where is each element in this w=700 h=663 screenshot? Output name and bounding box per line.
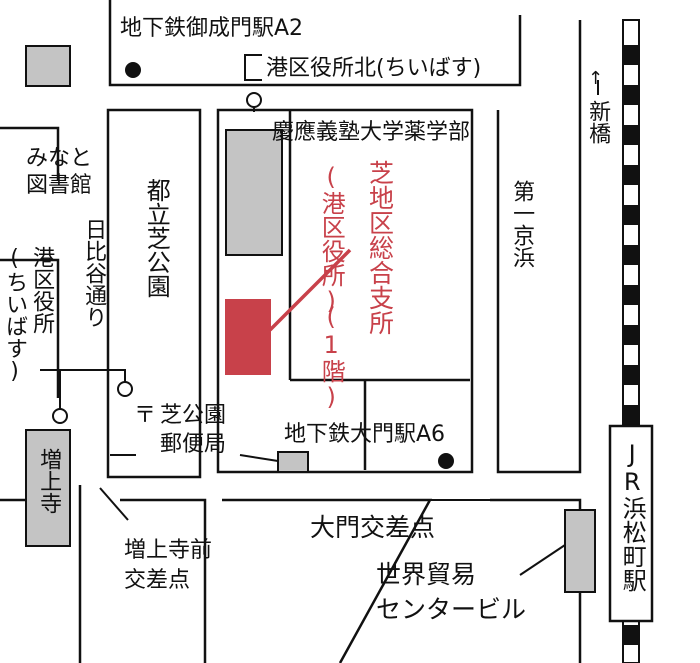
wtc-label-1: 世界貿易: [376, 560, 477, 589]
zojoji-label: 増上寺: [36, 448, 62, 514]
block-top-strip: [108, 0, 522, 87]
station-daimon-marker: [438, 453, 454, 469]
library-building: [25, 45, 71, 87]
dai-ichi-keihin-label: 第一京浜: [509, 180, 535, 268]
block-shiba-park: [106, 108, 202, 479]
bus-stop-minato-label-1: 港区役所: [29, 246, 55, 334]
block-library: [0, 126, 60, 398]
keio-pharmacy-label: 慶應義塾大学薬学部: [272, 120, 471, 145]
shinbashi-label: 新橋: [585, 100, 611, 144]
hibiya-dori-label: 日比谷通り: [81, 218, 107, 328]
wtc-label-2: センタービル: [376, 595, 527, 624]
keio-building: [225, 129, 283, 256]
bus-stop-north-icon: [244, 54, 262, 112]
bus-stop-north-label: 港区役所北(ちいばす): [266, 56, 482, 81]
target-sub-label: (港区役所): [317, 163, 346, 315]
zojoji-mae-label-2: 交差点: [124, 568, 191, 593]
jr-railway: [608, 19, 654, 663]
postal-mark-icon: 〒: [134, 403, 157, 428]
postoffice-label-1: 芝公園: [160, 403, 227, 428]
block-right: [496, 20, 582, 474]
bus-stop-minato-icon: [40, 369, 133, 424]
station-onarimon-label: 地下鉄御成門駅A2: [120, 16, 304, 41]
zojoji-mae-label-1: 増上寺前: [124, 538, 213, 563]
jr-station-box: [608, 424, 654, 623]
daimon-crossing-label: 大門交差点: [310, 513, 436, 542]
target-floor-label: (1階): [317, 303, 346, 411]
minato-library-label-2: 図書館: [26, 173, 93, 198]
station-onarimon-marker: [125, 62, 141, 78]
bus-stop-minato-label-2: (ちいばす): [2, 246, 28, 384]
block-bottom-right: [490, 498, 582, 663]
target-building: [225, 299, 271, 375]
city-blocks: [0, 0, 582, 663]
target-name-label: 芝地区総合支所: [365, 160, 395, 335]
shiba-park-label: 都立芝公園: [142, 178, 171, 298]
zojoji-building: [25, 429, 71, 547]
leader-lines: [99, 129, 566, 576]
target-leader-line: [268, 248, 352, 332]
north-arrow-icon: ↑: [588, 68, 604, 89]
inner-lines: [288, 110, 470, 470]
postoffice-building: [277, 451, 309, 473]
jr-station-label: JR浜松町駅: [618, 440, 647, 592]
minato-library-label-1: みなと: [26, 146, 93, 171]
postoffice-label-2: 郵便局: [160, 432, 227, 457]
block-main: [216, 108, 474, 474]
station-daimon-label: 地下鉄大門駅A6: [284, 422, 446, 447]
wtc-building: [564, 509, 596, 593]
